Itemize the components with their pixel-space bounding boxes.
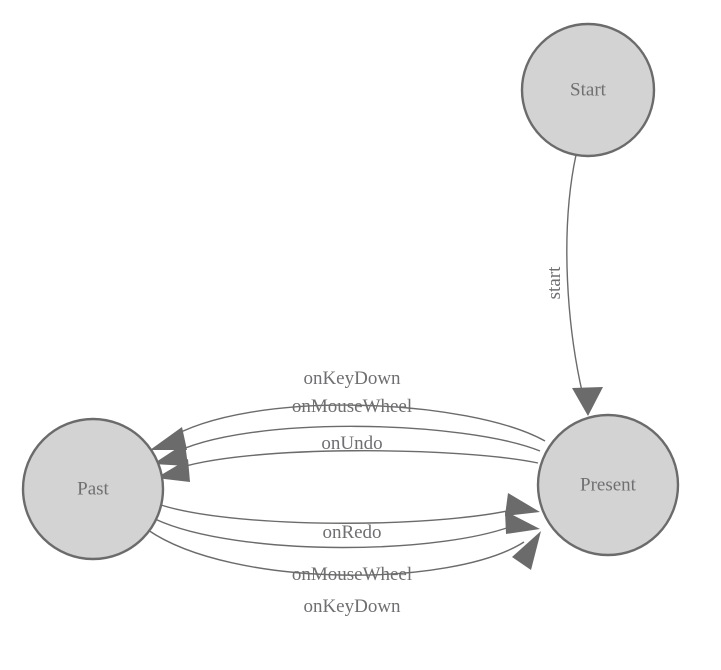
node-present-circle bbox=[536, 413, 680, 557]
edge-label-present-past-2: onMouseWheel bbox=[292, 396, 412, 417]
arrowhead-past-to-present-3 bbox=[512, 531, 541, 570]
node-start-label: Start bbox=[570, 79, 607, 100]
node-past-circle bbox=[21, 417, 165, 561]
edge-label-present-past-1: onKeyDown bbox=[303, 368, 401, 389]
edge-path-past-present-3 bbox=[147, 529, 525, 576]
edge-start-to-present[interactable]: start bbox=[544, 154, 603, 416]
node-past-label: Past bbox=[77, 478, 109, 499]
node-start[interactable]: Start bbox=[520, 22, 656, 158]
arrowhead-past-to-present-1 bbox=[505, 493, 540, 516]
node-present-label: Present bbox=[580, 474, 637, 495]
edge-path-present-past-1 bbox=[165, 404, 546, 442]
edge-label-past-present-3: onKeyDown bbox=[303, 596, 401, 617]
edge-present-to-past-onkeydown[interactable]: onKeyDown bbox=[150, 368, 546, 450]
edge-label-present-past-3: onUndo bbox=[321, 433, 382, 454]
edge-path-present-past-3 bbox=[172, 450, 539, 471]
edge-path-past-present-2 bbox=[154, 518, 523, 549]
arrowhead-start-to-present bbox=[572, 387, 603, 416]
edge-path-past-present-1 bbox=[160, 504, 525, 524]
edge-label-past-present-1: onRedo bbox=[322, 522, 381, 543]
arrowhead-present-to-past-3 bbox=[156, 459, 190, 482]
arrowhead-past-to-present-2 bbox=[505, 511, 540, 534]
edge-path-start bbox=[566, 154, 587, 409]
node-present[interactable]: Present bbox=[536, 413, 680, 557]
edge-present-to-past-onundo[interactable]: onUndo bbox=[156, 433, 539, 482]
edge-present-to-past-onmousewheel[interactable]: onMouseWheel bbox=[153, 396, 541, 466]
edge-label-start: start bbox=[544, 266, 565, 299]
edge-past-to-present-onkeydown[interactable]: onKeyDown bbox=[147, 529, 541, 617]
node-start-circle bbox=[520, 22, 656, 158]
edge-past-to-present-onredo[interactable]: onRedo bbox=[160, 493, 540, 543]
arrowhead-present-to-past-2 bbox=[153, 443, 188, 466]
node-past[interactable]: Past bbox=[21, 417, 165, 561]
arrowhead-present-to-past-1 bbox=[150, 427, 187, 450]
edge-path-present-past-2 bbox=[169, 425, 541, 456]
